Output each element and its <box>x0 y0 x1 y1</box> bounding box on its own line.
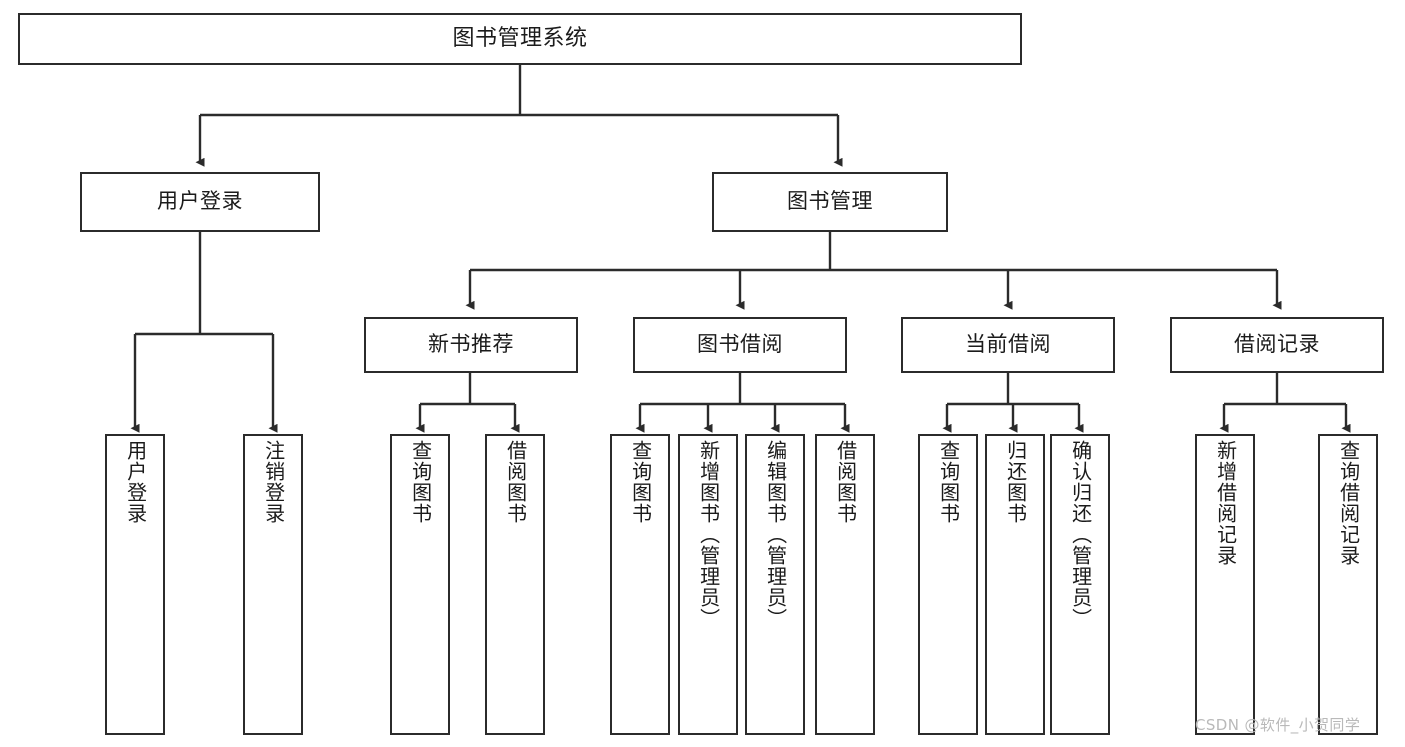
node-book-borrow-label: 图书借阅 <box>697 332 783 357</box>
leaf-return-book[interactable]: 归还图书 <box>985 434 1045 735</box>
leaf-logout[interactable]: 注销登录 <box>243 434 303 735</box>
node-current-borrow[interactable]: 当前借阅 <box>901 317 1115 373</box>
leaf-query-borrow-record-label: 查询借阅记录 <box>1336 440 1361 566</box>
node-borrow-record[interactable]: 借阅记录 <box>1170 317 1384 373</box>
watermark: CSDN @软件_小贺同学 <box>1195 716 1361 734</box>
leaf-logout-label: 注销登录 <box>261 440 286 524</box>
leaf-query-book-1[interactable]: 查询图书 <box>390 434 450 735</box>
leaf-borrow-book-2-label: 借阅图书 <box>833 440 858 524</box>
leaf-query-book-3[interactable]: 查询图书 <box>918 434 978 735</box>
leaf-user-login-label: 用户登录 <box>123 440 148 524</box>
node-new-book-recommend-label: 新书推荐 <box>428 332 514 357</box>
node-borrow-record-label: 借阅记录 <box>1234 332 1320 357</box>
leaf-add-book-admin[interactable]: 新增图书（管理员） <box>678 434 738 735</box>
leaf-add-borrow-record-label: 新增借阅记录 <box>1213 440 1238 566</box>
node-book-borrow[interactable]: 图书借阅 <box>633 317 847 373</box>
leaf-edit-book-admin-label: 编辑图书（管理员） <box>763 440 788 629</box>
leaf-user-login[interactable]: 用户登录 <box>105 434 165 735</box>
node-current-borrow-label: 当前借阅 <box>965 332 1051 357</box>
leaf-borrow-book-1-label: 借阅图书 <box>503 440 528 524</box>
leaf-query-book-2-label: 查询图书 <box>628 440 653 524</box>
node-root[interactable]: 图书管理系统 <box>18 13 1022 65</box>
leaf-query-book-3-label: 查询图书 <box>936 440 961 524</box>
leaf-return-book-label: 归还图书 <box>1003 440 1028 524</box>
leaf-add-book-admin-label: 新增图书（管理员） <box>696 440 721 629</box>
leaf-confirm-return-admin[interactable]: 确认归还（管理员） <box>1050 434 1110 735</box>
node-user-login-label: 用户登录 <box>157 189 243 214</box>
node-new-book-recommend[interactable]: 新书推荐 <box>364 317 578 373</box>
leaf-query-book-1-label: 查询图书 <box>408 440 433 524</box>
leaf-edit-book-admin[interactable]: 编辑图书（管理员） <box>745 434 805 735</box>
leaf-borrow-book-2[interactable]: 借阅图书 <box>815 434 875 735</box>
leaf-query-book-2[interactable]: 查询图书 <box>610 434 670 735</box>
leaf-query-borrow-record[interactable]: 查询借阅记录 <box>1318 434 1378 735</box>
node-user-login[interactable]: 用户登录 <box>80 172 320 232</box>
node-book-manage[interactable]: 图书管理 <box>712 172 948 232</box>
node-book-manage-label: 图书管理 <box>787 189 873 214</box>
leaf-confirm-return-admin-label: 确认归还（管理员） <box>1068 440 1093 629</box>
leaf-add-borrow-record[interactable]: 新增借阅记录 <box>1195 434 1255 735</box>
leaf-borrow-book-1[interactable]: 借阅图书 <box>485 434 545 735</box>
node-root-label: 图书管理系统 <box>452 25 588 51</box>
